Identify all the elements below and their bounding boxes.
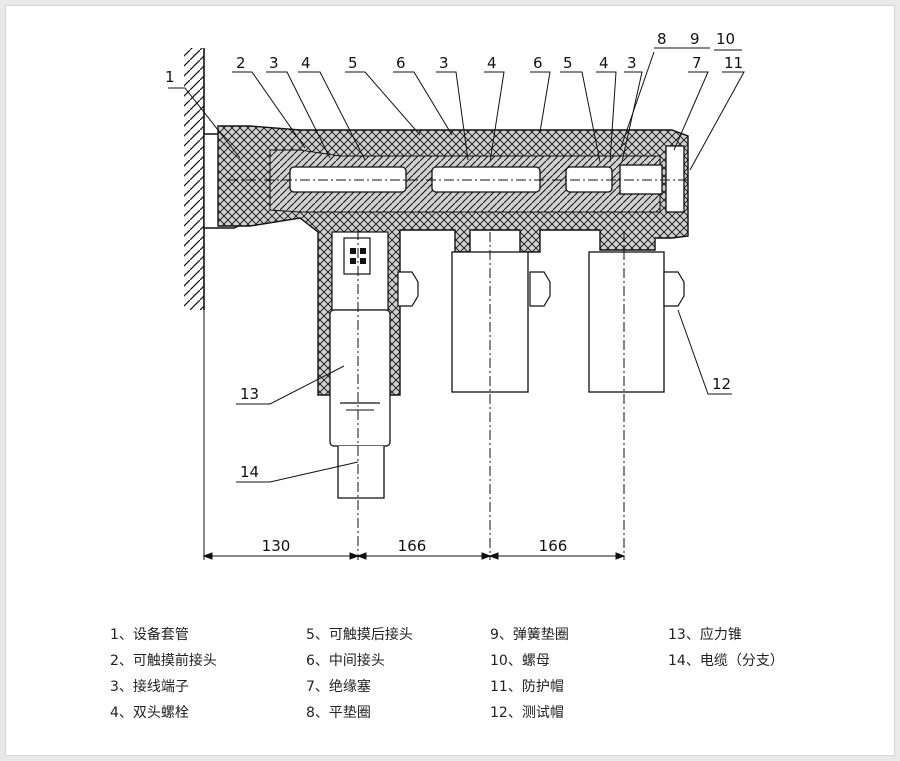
callout-4c: 4 xyxy=(599,54,609,72)
dimension-labels: 130 166 166 xyxy=(262,537,568,555)
equipment-wall xyxy=(184,48,205,310)
legend-item-12: 12、测试帽 xyxy=(490,705,564,721)
legend-item-3: 3、接线端子 xyxy=(110,679,189,695)
dimension-130: 130 xyxy=(262,537,291,555)
legend-item-2: 2、可触摸前接头 xyxy=(110,653,217,669)
callout-5a: 5 xyxy=(348,54,358,72)
callout-6b: 6 xyxy=(533,54,543,72)
callout-12: 12 xyxy=(712,375,731,393)
callout-3c: 3 xyxy=(627,54,637,72)
callout-3a: 3 xyxy=(269,54,279,72)
stress-cone xyxy=(329,309,391,447)
branch-cable xyxy=(337,446,385,499)
callout-labels: 1 2 3 4 5 6 3 4 6 5 4 3 8 9 10 7 11 12 1… xyxy=(165,30,743,481)
dimension-166a: 166 xyxy=(398,537,427,555)
legend-item-5: 5、可触摸后接头 xyxy=(306,627,413,643)
dimension-lines xyxy=(202,310,626,560)
legend-item-1: 1、设备套管 xyxy=(110,627,189,643)
callout-3b: 3 xyxy=(439,54,449,72)
legend-item-10: 10、螺母 xyxy=(490,653,550,669)
legend-item-13: 13、应力锥 xyxy=(668,627,742,643)
test-caps xyxy=(397,271,685,307)
callout-6a: 6 xyxy=(396,54,406,72)
callout-8: 8 xyxy=(657,30,667,48)
legend-item-11: 11、防护帽 xyxy=(490,679,564,695)
branch-cables-right xyxy=(451,251,665,393)
callout-10: 10 xyxy=(716,30,735,48)
legend-item-4: 4、双头螺栓 xyxy=(110,705,189,721)
callout-11: 11 xyxy=(724,54,743,72)
legend-item-7: 7、绝缘塞 xyxy=(306,679,371,695)
leader-lines xyxy=(168,47,745,483)
callout-13: 13 xyxy=(240,385,259,403)
callout-9: 9 xyxy=(690,30,700,48)
legend-item-8: 8、平垫圈 xyxy=(306,705,371,721)
callout-4a: 4 xyxy=(301,54,311,72)
callout-4b: 4 xyxy=(487,54,497,72)
cable-terminal xyxy=(343,237,371,275)
legend-item-6: 6、中间接头 xyxy=(306,653,385,669)
legend-item-9: 9、弹簧垫圈 xyxy=(490,627,569,643)
callout-5b: 5 xyxy=(563,54,573,72)
callout-2: 2 xyxy=(236,54,246,72)
dimension-166b: 166 xyxy=(539,537,568,555)
callout-7: 7 xyxy=(692,54,702,72)
legend-item-14: 14、电缆（分支） xyxy=(668,653,784,669)
callout-1: 1 xyxy=(165,68,175,86)
callout-14: 14 xyxy=(240,463,259,481)
center-lines xyxy=(228,179,690,560)
